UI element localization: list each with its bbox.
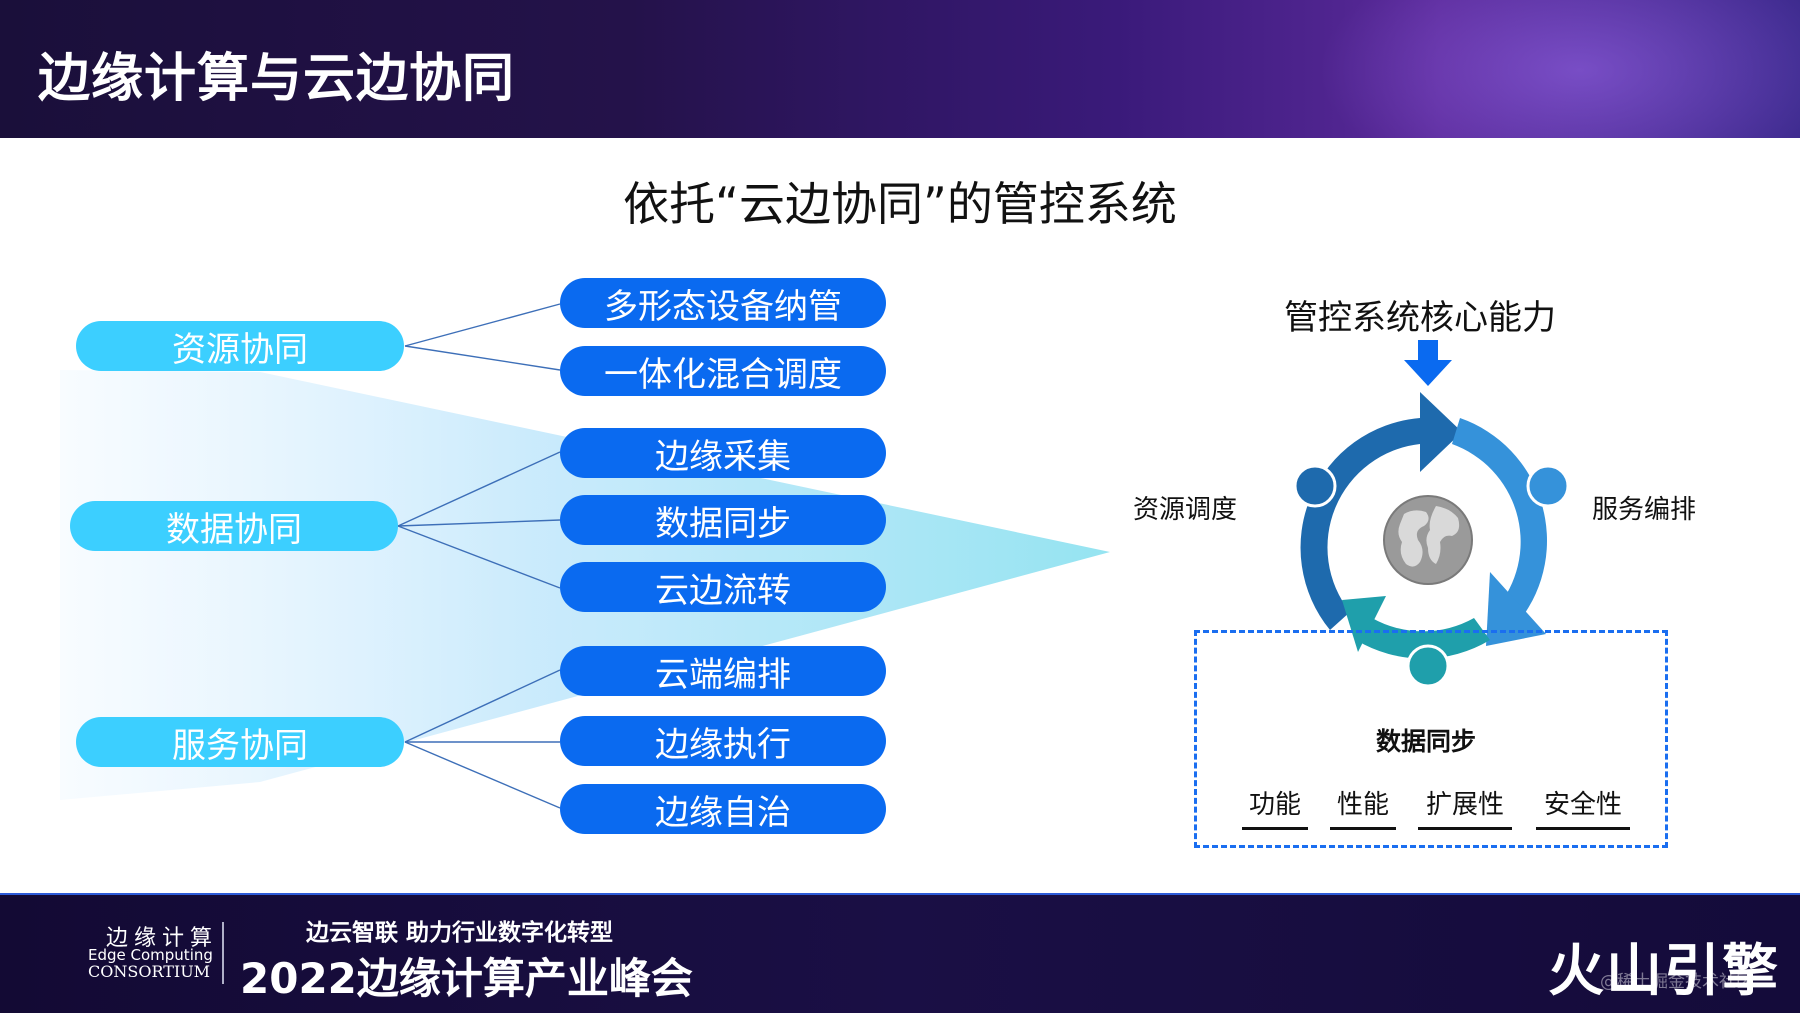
brand-name: 火山引擎 [1548,939,1780,1004]
cycle-arrowhead [1342,596,1386,652]
service-orchestration-label: 服务编排 [1592,495,1697,525]
footer-divider [0,893,1800,896]
data-sync-title: 数据同步 [1375,727,1476,756]
attribute-function: 功能 [1242,784,1308,830]
globe-icon [1383,495,1473,585]
connector-line [397,525,561,589]
item-cloud-edge-flow: 云边流转 [560,562,886,612]
connector-line [397,519,561,527]
arrow-down-icon [1404,340,1452,386]
header-banner: 边缘计算与云边协同 [0,0,1800,138]
category-service-collab: 服务协同 [76,717,404,767]
connector-line [404,669,561,743]
item-multi-device-mgmt: 多形态设备纳管 [560,278,886,328]
item-edge-collection: 边缘采集 [560,428,886,478]
footer-slogan: 边云智联 助力行业数字化转型 [306,920,614,946]
cycle-node-bottom [1406,644,1450,688]
watermark-text: @稀土掘金技术社区 [1600,972,1753,992]
main-title: 依托“云边协同”的管控系统 [623,177,1177,231]
item-cloud-orchestration: 云端编排 [560,646,886,696]
core-capability-title: 管控系统核心能力 [1284,298,1556,338]
connector-line [404,345,561,371]
connector-line [404,741,561,809]
attribute-security: 安全性 [1536,784,1630,830]
attribute-performance: 性能 [1330,784,1396,830]
consortium-logo-en2: CONSORTIUM [88,962,211,981]
item-hybrid-scheduling: 一体化混合调度 [560,346,886,396]
item-edge-execution: 边缘执行 [560,716,886,766]
footer-separator [222,922,224,984]
cycle-diagram [1293,340,1570,688]
consortium-logo-en1: Edge Computing [88,946,213,964]
resource-scheduling-label: 资源调度 [1133,495,1238,525]
data-sync-box [1194,630,1668,848]
connector-line [397,451,561,527]
cycle-node-right [1526,464,1570,508]
header-glow [1320,0,1800,138]
item-edge-autonomy: 边缘自治 [560,784,886,834]
cycle-arrowhead [1420,392,1462,472]
cycle-arc-sync [1356,618,1490,659]
slide-title: 边缘计算与云边协同 [38,49,516,109]
consortium-logo-cn: 边缘计算 [106,926,219,951]
cycle-node-left [1293,464,1337,508]
cycle-arc-service [1452,418,1548,620]
item-data-sync: 数据同步 [560,495,886,545]
category-resource-collab: 资源协同 [76,321,404,371]
category-data-collab: 数据协同 [70,501,398,551]
footer-banner [0,895,1800,1013]
cycle-arrowhead [1486,572,1546,646]
connector-line [404,303,561,347]
attribute-scalability: 扩展性 [1418,784,1512,830]
summit-title: 2022边缘计算产业峰会 [240,954,693,1003]
